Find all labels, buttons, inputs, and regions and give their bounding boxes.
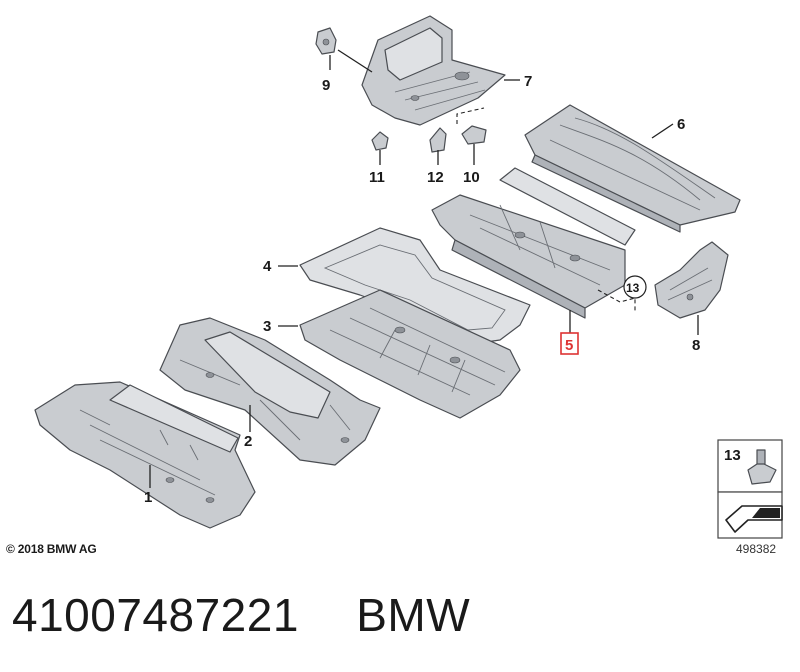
callout-3: 3 xyxy=(263,318,271,335)
part-4-floor-frame xyxy=(299,227,531,346)
parts-diagram: 1 2 3 4 5 6 7 8 9 10 11 12 13 13 xyxy=(34,15,783,539)
figure-number: 498382 xyxy=(736,542,777,556)
callout-11: 11 xyxy=(369,169,385,186)
callout-12: 12 xyxy=(427,169,444,186)
callout-2: 2 xyxy=(244,433,252,450)
part-7-rear-panel-bracket xyxy=(361,15,506,126)
part-6-upper-panel xyxy=(524,104,741,233)
callout-7: 7 xyxy=(524,73,532,90)
footer-caption: 41007487221 BMW xyxy=(12,588,470,642)
part-8-side-bracket xyxy=(654,241,729,319)
callout-9: 9 xyxy=(322,77,330,94)
copyright-notice: © 2018 BMW AG xyxy=(6,542,97,556)
part-2-center-floor xyxy=(159,317,381,466)
callout-labels: 1 2 3 4 5 6 7 8 9 10 11 12 13 xyxy=(144,73,700,506)
callout-10: 10 xyxy=(463,169,480,186)
part-number: 41007487221 xyxy=(12,589,299,641)
callout-5: 5 xyxy=(565,337,573,354)
callout-13-circle xyxy=(623,275,647,299)
leader-lines xyxy=(149,49,699,488)
brand-name: BMW xyxy=(356,589,471,641)
part-10-grommet xyxy=(461,125,487,145)
part-9-clip xyxy=(315,27,337,55)
part-1-front-floor xyxy=(34,381,256,529)
part-12-bracket xyxy=(429,127,447,153)
callout-8: 8 xyxy=(692,337,700,354)
inset-detail-13: 13 xyxy=(717,439,783,539)
inset-label: 13 xyxy=(724,447,741,464)
callout-1: 1 xyxy=(144,489,152,506)
part-5-rear-floor-section xyxy=(431,167,636,319)
part-3-floor-panel xyxy=(299,289,521,419)
callout-4: 4 xyxy=(263,258,272,275)
callout-5-highlight-box xyxy=(560,332,579,355)
callout-13: 13 xyxy=(626,281,640,295)
callout-6: 6 xyxy=(677,116,685,133)
part-11-nut xyxy=(371,131,389,151)
